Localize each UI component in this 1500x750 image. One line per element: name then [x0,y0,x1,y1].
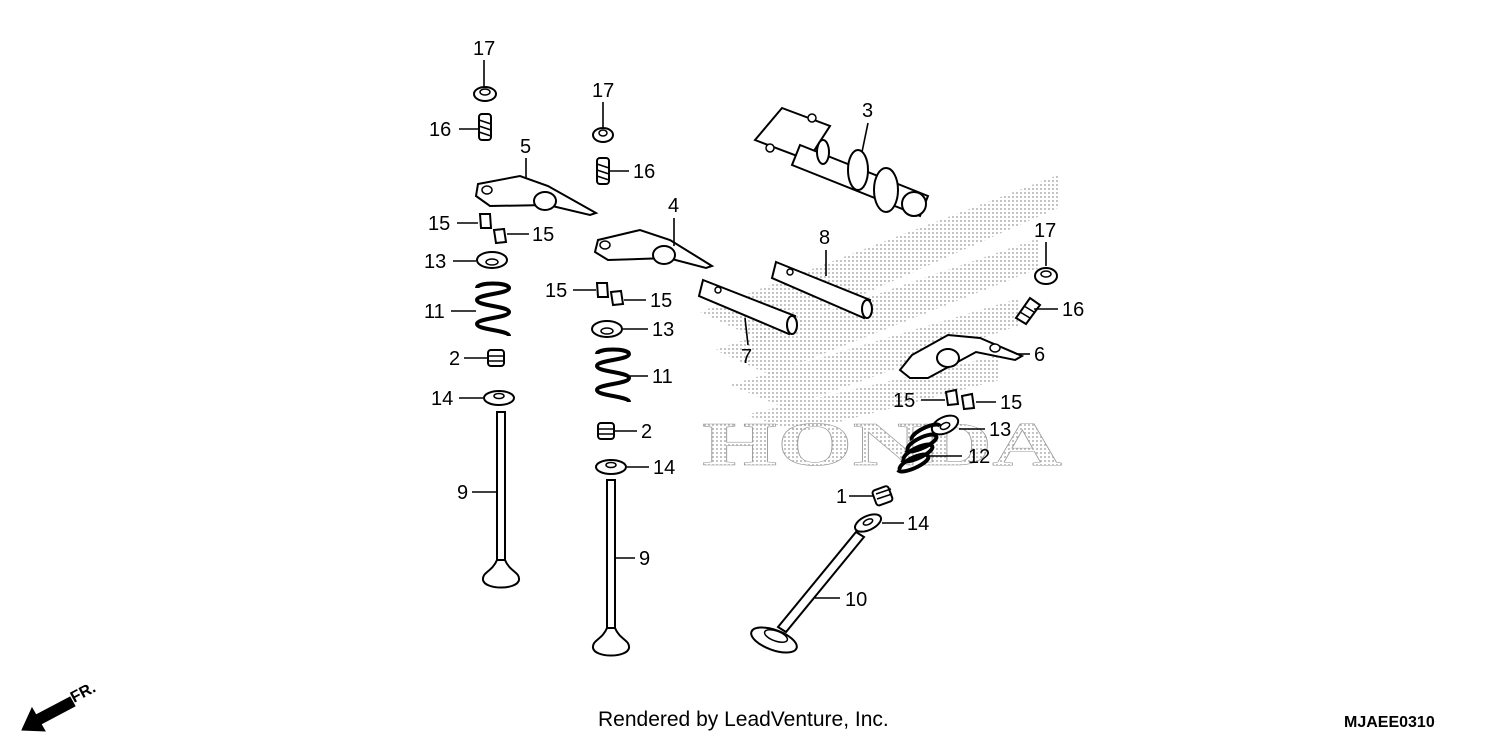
callout-7: 7 [741,346,752,368]
valve-spring-11-middle [594,347,632,404]
left-valve-assembly [473,86,599,589]
exhaust-valve-10 [750,530,866,654]
callout-2-left: 2 [449,348,460,370]
callout-5: 5 [520,136,531,158]
callout-16-right: 16 [1062,299,1084,321]
callout-13-middle: 13 [652,319,674,341]
valve-cotter-15-b [492,227,508,245]
callout-10: 10 [845,589,867,611]
callout-14-middle: 14 [653,457,675,479]
lock-nut-17-right [1034,267,1058,285]
callout-9-left: 9 [457,482,468,504]
callout-15-a: 15 [428,213,450,235]
callout-16-left: 16 [429,119,451,141]
valve-cotter-15-e [944,388,960,407]
callout-9-middle: 9 [639,548,650,570]
rocker-arm-5 [474,174,599,217]
callout-13-right: 13 [989,419,1011,441]
valve-cotter-15-d [609,289,625,307]
valve-spring-11-left [474,281,512,338]
spring-retainer-13-right [930,414,960,436]
right-valve-assembly [750,267,1058,654]
intake-valve-9-left [481,411,521,589]
diagram-code: MJAEE0310 [1344,714,1435,731]
callout-11-left: 11 [424,301,445,323]
camshaft-3 [753,106,930,218]
lock-nut-17-left [473,86,497,102]
callout-2-middle: 2 [641,421,652,443]
render-credit: Rendered by LeadVenture, Inc. [598,708,889,731]
spring-retainer-13-middle [591,320,623,338]
spring-seat-14-left [483,390,515,406]
callout-14-right: 14 [907,513,929,535]
callout-16-middle: 16 [633,161,655,183]
callout-3: 3 [862,100,873,122]
honda-watermark-text: HONDA [702,411,1062,479]
callout-17-middle: 17 [592,80,614,102]
valve-cotter-15-c [595,282,610,298]
callout-4: 4 [668,195,679,217]
adjusting-screw-16-middle [596,157,610,185]
callout-15-f: 15 [1000,392,1022,414]
middle-valve-assembly [591,127,715,657]
front-direction-arrow: FR. [21,679,99,732]
spring-seat-14-middle [595,459,627,475]
valve-spring-12 [896,422,942,474]
valve-stem-seal-1 [871,485,894,507]
spring-seat-14-right [853,513,883,533]
rocker-arm-6 [898,333,1025,379]
callout-15-e: 15 [893,390,915,412]
callout-17-left: 17 [473,38,495,60]
intake-valve-9-middle [591,479,631,657]
callout-numbers: 17 16 5 15 15 13 11 2 14 9 17 16 4 15 15… [424,38,1084,611]
lock-nut-17-middle [592,127,614,143]
callout-17-right: 17 [1034,220,1056,242]
leader-lines [451,60,1058,599]
valve-stem-seal-2-middle [597,422,615,440]
callout-6: 6 [1034,344,1045,366]
valve-cotter-15-f [960,392,976,411]
callout-15-d: 15 [650,290,672,312]
adjusting-screw-16-right [1014,296,1042,326]
arrow-icon [21,696,76,732]
adjusting-screw-16-left [478,113,492,141]
spring-retainer-13-left [476,251,508,269]
honda-wing-watermark: HONDA [700,175,1063,479]
callout-1: 1 [836,486,847,508]
callout-13-left: 13 [424,251,446,273]
valve-cotter-15-a [478,213,493,229]
rocker-arm-4 [593,228,715,270]
rocker-shaft-7 [697,278,798,336]
callout-15-b: 15 [532,224,554,246]
callout-8: 8 [819,227,830,249]
valve-stem-seal-2-left [487,349,505,367]
callout-11-middle: 11 [652,366,673,388]
callout-12: 12 [968,446,990,468]
rocker-shaft-8 [770,260,873,320]
callout-14-left: 14 [431,388,453,410]
callout-15-c: 15 [545,280,567,302]
